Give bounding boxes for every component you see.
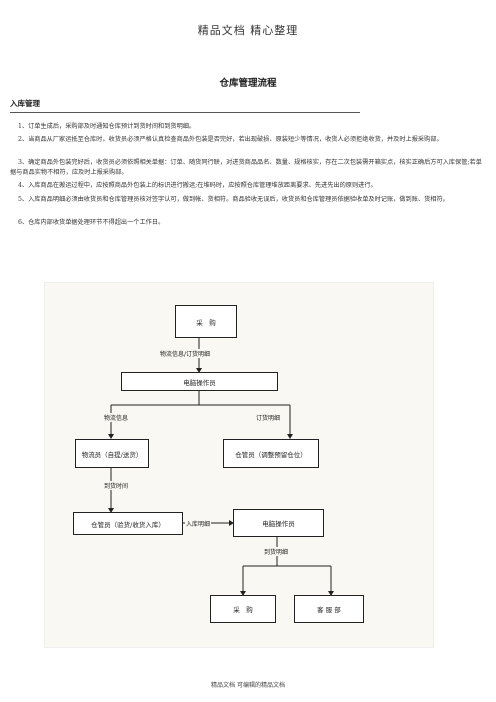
label-order-detail: 订货明细 bbox=[255, 413, 282, 422]
paragraph-3: 3、确定商品外包装完好后，收货员必须依照相关单据：订单、随货同行联，对进货商品品… bbox=[10, 159, 482, 177]
warehouse-receive-box: 仓管员（验货/收货入库） bbox=[73, 512, 183, 535]
section-divider bbox=[10, 112, 360, 113]
paragraph-6: 6、仓库内部收货单据处理环节不得超出一个工作日。 bbox=[18, 219, 165, 226]
label-arrival-time: 到货时间 bbox=[103, 481, 130, 490]
computer-operator-box: 电脑操作员 bbox=[121, 372, 278, 391]
paragraph-5: 5、入库商品明细必须由收货员和仓库管理员核对签字认可，做到帐、货相符。商品验收无… bbox=[18, 196, 449, 203]
section-heading: 入库管理 bbox=[10, 99, 40, 108]
paragraph-2: 2、当商品从厂家运抵至仓库时，收货员必须严格认真检查商品外包装是否完好，若出现破… bbox=[18, 136, 443, 143]
page-footer: 精品文档 可编辑的精品文档 bbox=[211, 682, 285, 689]
page-header: 精品文档 精心整理 bbox=[197, 24, 299, 37]
flowchart-connectors bbox=[108, 338, 334, 596]
customer-service-box: 客 服 部 bbox=[294, 595, 364, 623]
label-logistics-order: 物流信息/订货明细 bbox=[159, 349, 212, 358]
purchase-2-box: 采 购 bbox=[210, 595, 276, 623]
paragraph-1: 1、订单生成后，采购部及时通知仓库预计到货时间和到货明细。 bbox=[18, 123, 196, 130]
paragraph-4: 4、入库商品在搬运过程中，应按照商品外包装上的标识进行搬运;在堆码时，应按照仓库… bbox=[18, 182, 377, 189]
flowchart: 采 购 物流信息/订货明细 电脑操作员 物流信息 订货明细 物流员（自提/送货）… bbox=[44, 282, 434, 648]
computer-operator-2-box: 电脑操作员 bbox=[233, 509, 324, 537]
label-stock-in-detail: 入库明细 bbox=[185, 519, 212, 528]
purchase-box: 采 购 bbox=[175, 305, 237, 338]
warehouse-reserve-box: 仓管员（调整预留仓位） bbox=[223, 439, 319, 468]
label-arrival-detail: 到货明细 bbox=[263, 547, 290, 556]
document-title: 仓库管理流程 bbox=[219, 78, 277, 89]
logistics-clerk-box: 物流员（自提/送货） bbox=[75, 439, 149, 468]
label-logistics-info: 物流信息 bbox=[103, 413, 130, 422]
